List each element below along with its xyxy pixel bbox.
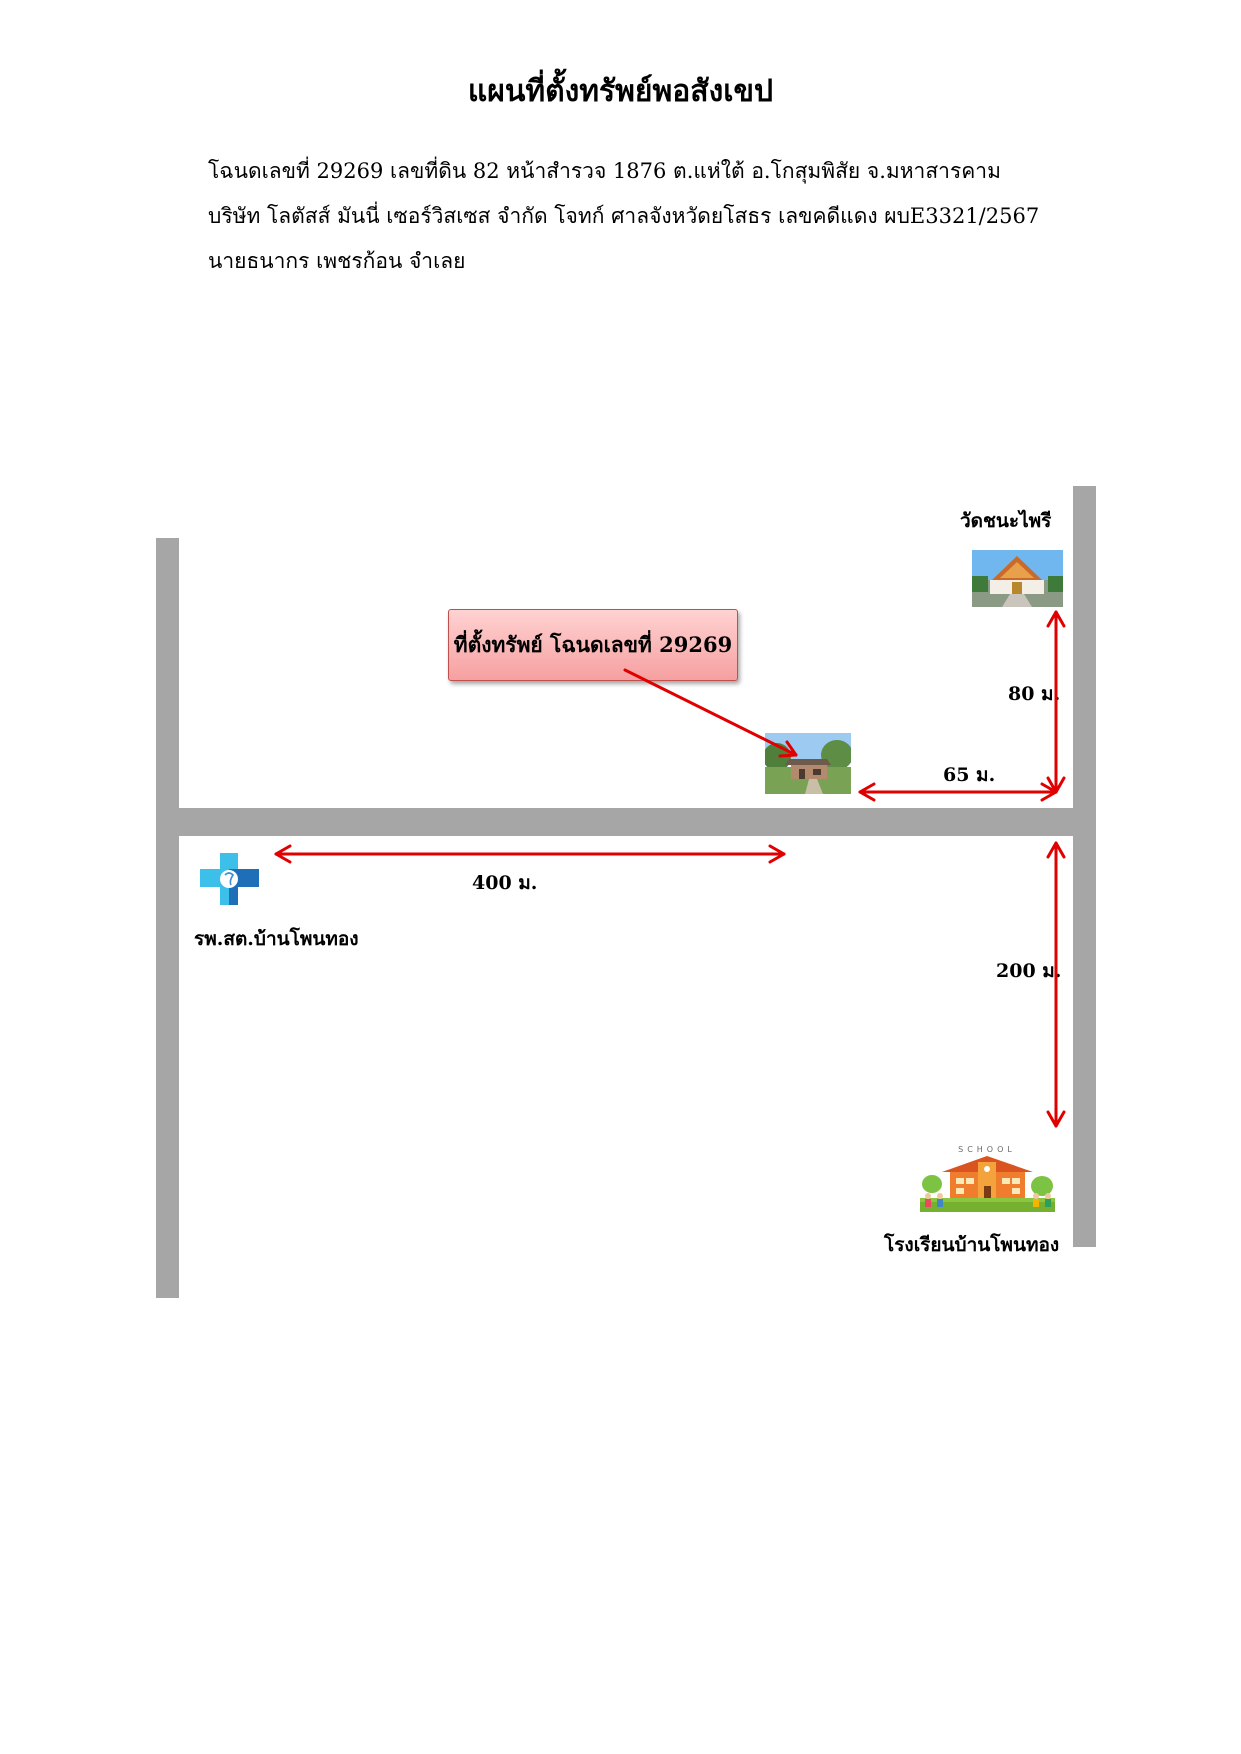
school-label: โรงเรียนบ้านโพนทอง <box>884 1234 1060 1256</box>
temple-label: วัดชนะไพรี <box>960 510 1052 532</box>
temple-photo <box>972 550 1063 607</box>
defendant-line: นายธนากร เพชรก้อน จำเลย <box>208 249 466 273</box>
arrow-callout-pointer <box>623 668 798 757</box>
clinic-label: รพ.สต.บ้านโพนทอง <box>194 928 359 950</box>
distance-property-label: 65 ม. <box>943 764 996 786</box>
distance-school-label: 200 ม. <box>996 960 1062 982</box>
clinic-cross-icon <box>198 851 261 907</box>
deed-info-line: โฉนดเลขที่ 29269 เลขที่ดิน 82 หน้าสำรวจ … <box>208 159 1001 183</box>
distance-temple-label: 80 ม. <box>1008 683 1061 705</box>
road-horizontal <box>179 808 1096 836</box>
road-left-vertical <box>156 538 179 1298</box>
school-sign-text: SCHOOL <box>958 1145 1016 1154</box>
school-illustration: SCHOOL <box>920 1142 1055 1212</box>
page-title: แผนที่ตั้งทรัพย์พอสังเขป <box>467 74 774 109</box>
case-info-line: บริษัท โลตัสส์ มันนี่ เซอร์วิสเซส จำกัด … <box>208 204 1040 228</box>
distance-clinic-label: 400 ม. <box>472 872 538 894</box>
property-callout-text: ที่ตั้งทรัพย์ โฉนดเลขที่ 29269 <box>453 631 733 657</box>
road-right-vertical <box>1073 486 1096 1247</box>
property-callout: ที่ตั้งทรัพย์ โฉนดเลขที่ 29269 <box>448 609 738 681</box>
